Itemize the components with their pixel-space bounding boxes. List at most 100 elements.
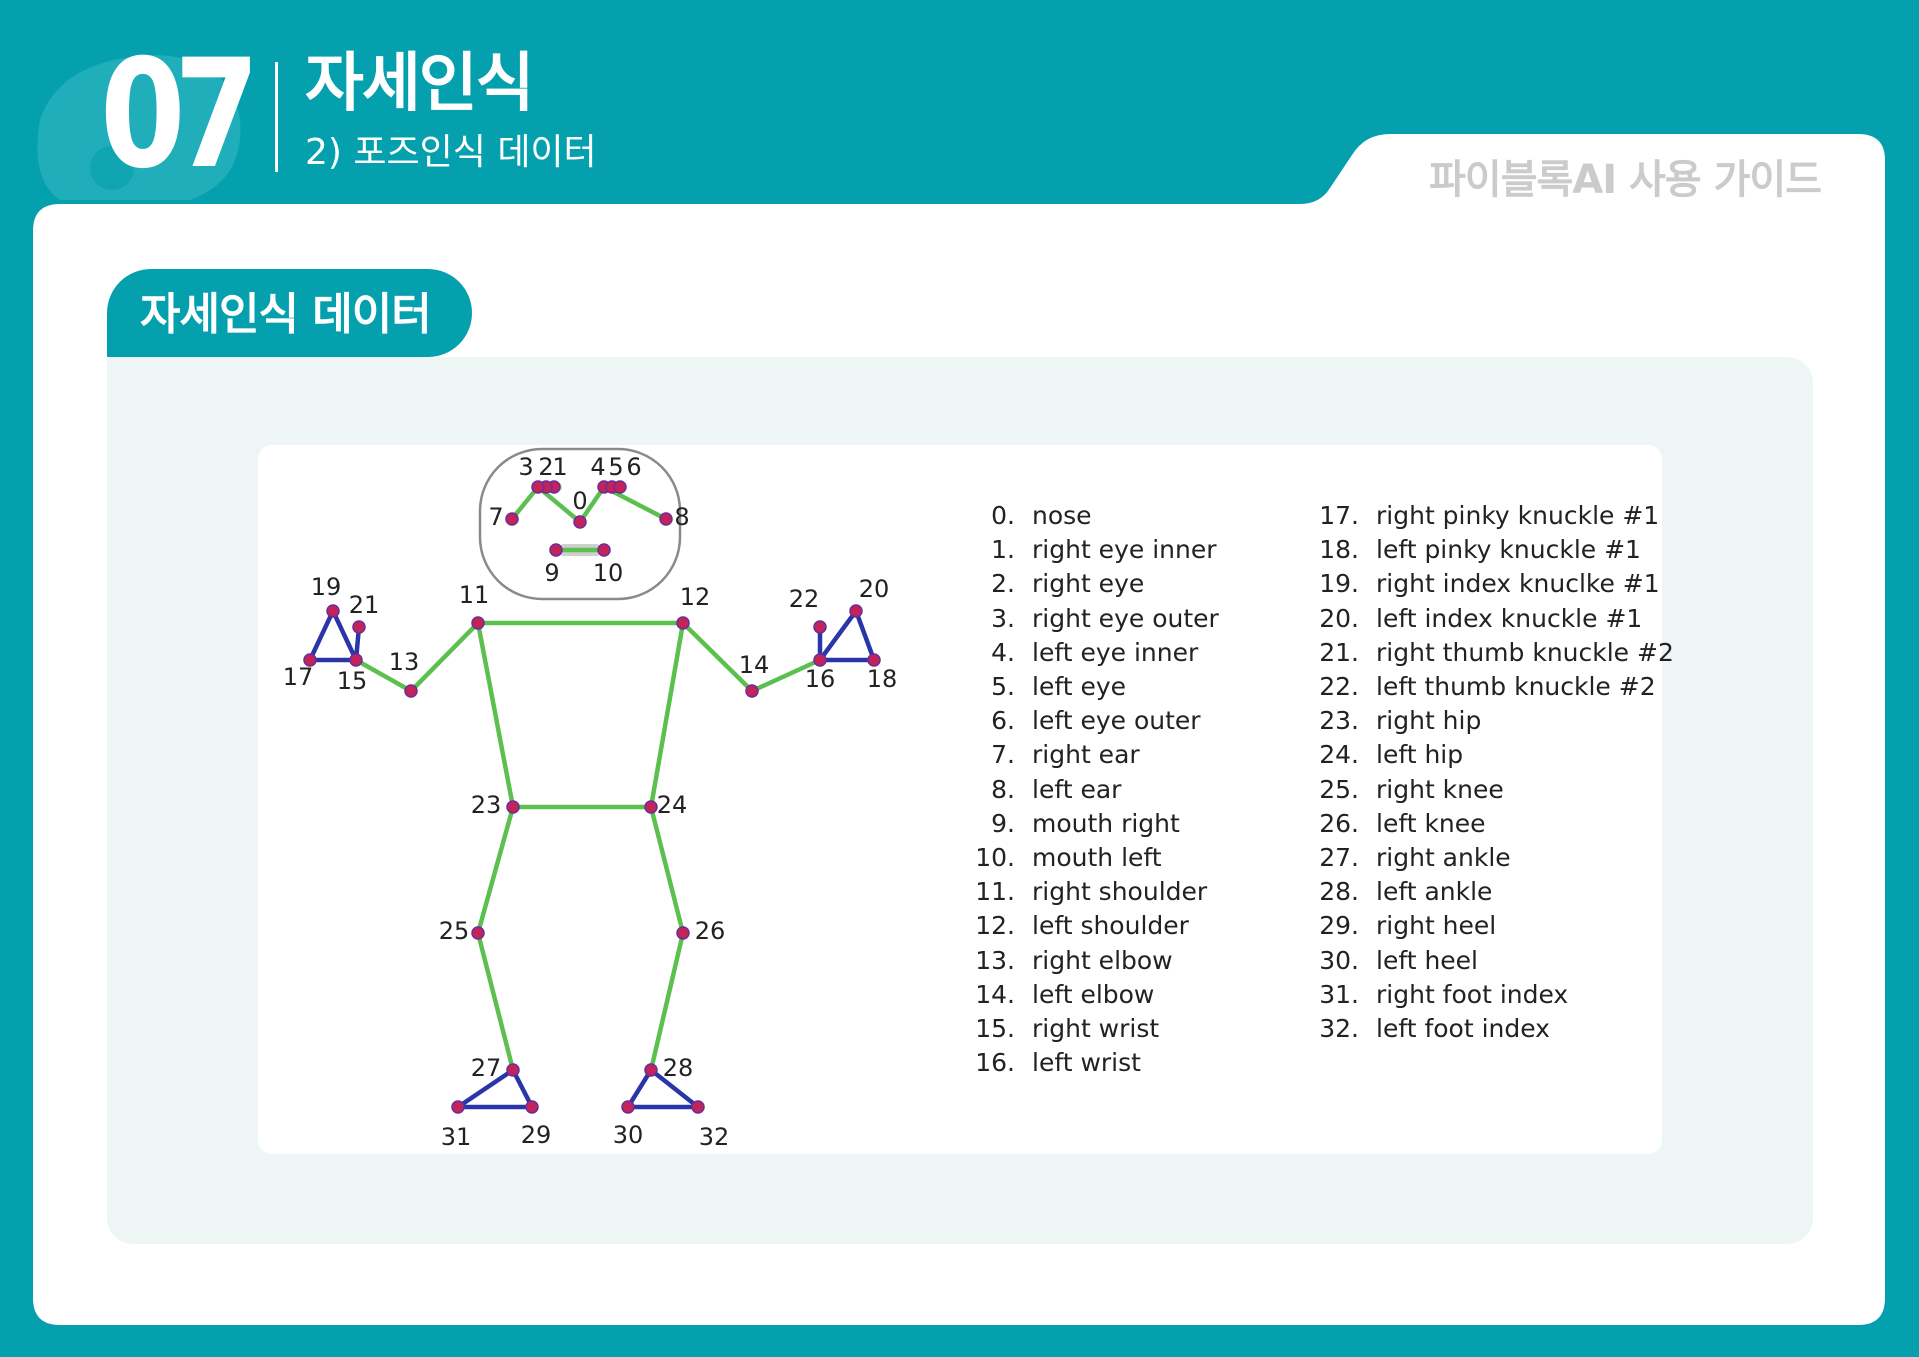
legend-item: 16.left wrist <box>955 1050 1141 1075</box>
keypoint-31 <box>452 1101 464 1113</box>
legend-number: 2. <box>955 571 1015 596</box>
keypoint-label-19: 19 <box>311 573 342 601</box>
legend-name: right eye inner <box>1032 535 1217 564</box>
legend-item: 6. left eye outer <box>955 708 1201 733</box>
section-title: 자세인식 데이터 <box>140 293 431 337</box>
legend-number: 27. <box>1299 845 1359 870</box>
legend-item: 4. left eye inner <box>955 640 1198 665</box>
keypoint-23 <box>507 801 519 813</box>
legend-item: 28.left ankle <box>1299 879 1492 904</box>
legend-item: 29.right heel <box>1299 913 1496 938</box>
bone-18-20 <box>856 611 874 660</box>
legend-number: 19. <box>1299 571 1359 596</box>
legend-number: 20. <box>1299 606 1359 631</box>
bone-25-27 <box>478 933 513 1070</box>
legend-number: 7. <box>955 742 1015 767</box>
legend-item: 5.left eye <box>955 674 1126 699</box>
legend-name: left eye inner <box>1032 638 1198 667</box>
legend-item: 3. right eye outer <box>955 606 1219 631</box>
chapter-number: 07 <box>100 40 248 190</box>
keypoint-3 <box>532 481 544 493</box>
legend-name: left eye outer <box>1032 706 1201 735</box>
keypoint-22 <box>814 621 826 633</box>
legend-name: left heel <box>1376 946 1478 975</box>
legend-name: left shoulder <box>1032 911 1189 940</box>
legend-number: 26. <box>1299 811 1359 836</box>
keypoint-label-27: 27 <box>471 1054 502 1082</box>
legend-name: right index knuclke #1 <box>1376 569 1660 598</box>
keypoint-label-25: 25 <box>439 917 470 945</box>
legend-item: 27. right ankle <box>1299 845 1511 870</box>
keypoint-label-28: 28 <box>663 1054 694 1082</box>
keypoint-13 <box>405 685 417 697</box>
keypoint-7 <box>506 513 518 525</box>
keypoint-6 <box>614 481 626 493</box>
keypoint-29 <box>526 1101 538 1113</box>
legend-number: 25. <box>1299 777 1359 802</box>
keypoint-12 <box>677 617 689 629</box>
legend-item: 13.right elbow <box>955 948 1173 973</box>
chapter-title: 자세인식 <box>305 52 533 116</box>
keypoint-30 <box>622 1101 634 1113</box>
legend-item: 18.left pinky knuckle #1 <box>1299 537 1641 562</box>
keypoint-label-2: 2 <box>538 453 553 481</box>
bone-17-19 <box>310 611 333 660</box>
legend-name: right ankle <box>1376 843 1511 872</box>
legend-item: 1. right eye inner <box>955 537 1217 562</box>
keypoint-label-4: 4 <box>590 453 605 481</box>
legend-name: left thumb knuckle #2 <box>1376 672 1656 701</box>
legend-item: 22.left thumb knuckle #2 <box>1299 674 1656 699</box>
legend-name: right wrist <box>1032 1014 1159 1043</box>
bone-12-24 <box>651 623 683 807</box>
legend-number: 21. <box>1299 640 1359 665</box>
legend-name: left knee <box>1376 809 1486 838</box>
keypoint-26 <box>677 927 689 939</box>
legend-number: 31. <box>1299 982 1359 1007</box>
bone-26-28 <box>651 933 683 1070</box>
legend-name: left pinky knuckle #1 <box>1376 535 1641 564</box>
keypoint-label-3: 3 <box>518 453 533 481</box>
keypoint-label-5: 5 <box>608 453 623 481</box>
legend-name: right eye outer <box>1032 604 1219 633</box>
keypoint-11 <box>472 617 484 629</box>
bone-20-16 <box>820 611 856 660</box>
keypoint-label-6: 6 <box>626 453 641 481</box>
keypoint-label-8: 8 <box>674 503 689 531</box>
legend-name: right knee <box>1376 775 1504 804</box>
keypoint-label-20: 20 <box>859 575 890 603</box>
legend-item: 11.right shoulder <box>955 879 1207 904</box>
keypoint-14 <box>746 685 758 697</box>
legend-number: 4. <box>955 640 1015 665</box>
legend-name: right elbow <box>1032 946 1173 975</box>
keypoint-label-21: 21 <box>349 591 380 619</box>
keypoint-25 <box>472 927 484 939</box>
legend-number: 3. <box>955 606 1015 631</box>
legend-number: 24. <box>1299 742 1359 767</box>
legend-number: 1. <box>955 537 1015 562</box>
legend-item: 31.right foot index <box>1299 982 1568 1007</box>
keypoint-9 <box>550 544 562 556</box>
keypoint-label-13: 13 <box>389 648 420 676</box>
legend-number: 23. <box>1299 708 1359 733</box>
legend-number: 6. <box>955 708 1015 733</box>
keypoint-32 <box>692 1101 704 1113</box>
legend-name: nose <box>1032 501 1092 530</box>
chapter-divider <box>275 62 278 172</box>
legend-name: mouth right <box>1032 809 1180 838</box>
keypoint-label-22: 22 <box>789 585 820 613</box>
legend-item: 10.mouth left <box>955 845 1162 870</box>
keypoint-8 <box>660 513 672 525</box>
legend-item: 15.right wrist <box>955 1016 1159 1041</box>
legend-item: 21.right thumb knuckle #2 <box>1299 640 1674 665</box>
legend-item: 19. right index knuclke #1 <box>1299 571 1660 596</box>
legend-name: right eye <box>1032 569 1144 598</box>
keypoint-label-11: 11 <box>459 581 490 609</box>
legend-number: 8. <box>955 777 1015 802</box>
keypoint-label-12: 12 <box>680 583 711 611</box>
keypoint-label-0: 0 <box>572 487 587 515</box>
guide-label: 파이블록AI 사용 가이드 <box>1429 160 1821 200</box>
keypoint-label-9: 9 <box>544 559 559 587</box>
legend-number: 9. <box>955 811 1015 836</box>
keypoint-label-24: 24 <box>657 791 688 819</box>
